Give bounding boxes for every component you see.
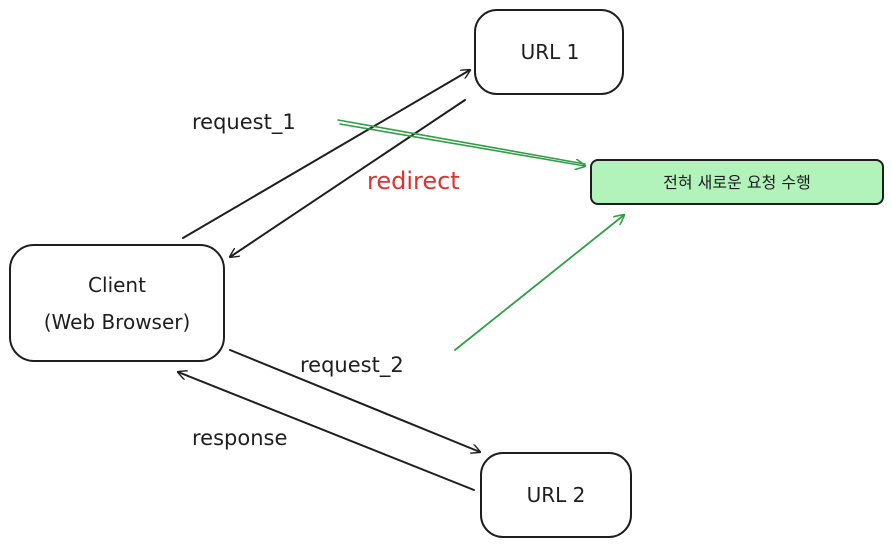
- redirect-label: redirect: [367, 167, 460, 195]
- client-node[interactable]: Client (Web Browser): [9, 244, 225, 362]
- request-1-label: request_1: [192, 110, 296, 135]
- redirect-arrow: [230, 99, 466, 257]
- url1-box: [474, 9, 624, 95]
- url2-box: [480, 452, 632, 538]
- client-box: [9, 244, 225, 362]
- url2-node[interactable]: URL 2: [480, 452, 632, 538]
- url1-label: URL 1: [521, 40, 580, 64]
- client-label-line2: (Web Browser): [44, 310, 191, 334]
- response-arrow: [178, 372, 475, 491]
- response-label: response: [192, 426, 287, 450]
- request-2-to-note-arrow: [454, 215, 624, 351]
- request-2-label: request_2: [300, 353, 404, 378]
- note-box: [590, 159, 884, 205]
- url1-node[interactable]: URL 1: [474, 9, 624, 95]
- note-node[interactable]: 전혀 새로운 요청 수행: [590, 159, 884, 205]
- note-label: 전혀 새로운 요청 수행: [663, 173, 811, 192]
- url2-label: URL 2: [527, 483, 586, 507]
- request-1-to-note-arrow: [337, 119, 585, 166]
- client-label-line1: Client: [88, 273, 146, 297]
- request-2-arrow: [229, 349, 480, 452]
- request-1-arrow: [182, 70, 470, 239]
